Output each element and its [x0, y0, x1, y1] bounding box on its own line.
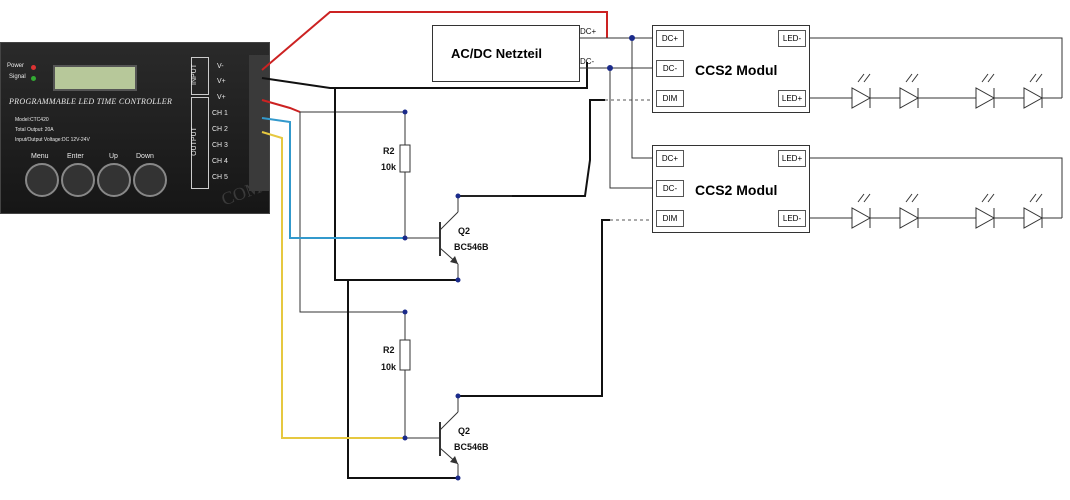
- enter-button-label: Enter: [67, 153, 84, 160]
- module2-pin-ledplus: LED+: [778, 150, 806, 167]
- up-button-label: Up: [109, 153, 118, 160]
- collector1-wire: [458, 99, 605, 197]
- resistor2-body: [399, 339, 411, 371]
- signal-led: [31, 76, 36, 81]
- resistor1-value: 10k: [381, 162, 397, 172]
- transistor2-part: BC546B: [454, 442, 489, 452]
- power-led-label: Power: [7, 63, 25, 69]
- module1-pin-dim: DIM: [656, 90, 684, 107]
- led-2-4: [1023, 207, 1044, 229]
- module2-label: CCS2 Modul: [695, 182, 778, 198]
- ground-line: [334, 88, 460, 281]
- led-time-controller: Power Signal PROGRAMMABLE LED TIME CONTR…: [0, 42, 270, 214]
- terminal-label-6: CH 4: [212, 158, 228, 165]
- enter-button[interactable]: [61, 163, 95, 197]
- led-string-1-top: [810, 37, 1063, 98]
- led-arrows: [857, 73, 1043, 203]
- lcd-display: [53, 65, 137, 91]
- module2-pin-dim: DIM: [656, 210, 684, 227]
- junction-nodes: [402, 35, 635, 481]
- black-wire-vminus: [261, 62, 588, 89]
- blue-wire: [261, 117, 405, 239]
- terminal-label-1: V+: [217, 78, 226, 85]
- terminal-label-4: CH 2: [212, 126, 228, 133]
- resistor2-value: 10k: [381, 362, 397, 372]
- output-label-box: OUTPUT: [191, 97, 209, 189]
- module2-pin-ledminus: LED-: [778, 210, 806, 227]
- module2-pin-dcplus: DC+: [656, 150, 684, 167]
- spec-output: Total Output: 20A: [15, 127, 54, 133]
- terminal-label-3: CH 1: [212, 110, 228, 117]
- module1-pin-ledplus: LED+: [778, 90, 806, 107]
- up-button[interactable]: [97, 163, 131, 197]
- controller-title: PROGRAMMABLE LED TIME CONTROLLER: [9, 97, 173, 106]
- resistor2-name: R2: [383, 345, 395, 355]
- module1-pin-dcplus: DC+: [656, 30, 684, 47]
- led-2-2: [899, 207, 920, 229]
- input-label-box: INPUT: [191, 57, 209, 95]
- psu-box: AC/DC Netzteil: [432, 25, 580, 82]
- psu-label: AC/DC Netzteil: [451, 46, 543, 61]
- led-1-4: [1023, 87, 1044, 109]
- rail-left: [299, 112, 405, 313]
- red-wire-2: [261, 99, 301, 113]
- red-wire: [261, 11, 608, 71]
- down-button-label: Down: [136, 153, 154, 160]
- led-string-2-top: [810, 157, 1063, 218]
- resistor1-name: R2: [383, 146, 395, 156]
- led-2-3: [975, 207, 996, 229]
- transistor1-symbol: [439, 196, 459, 280]
- menu-button-label: Menu: [31, 153, 49, 160]
- dcplus-bus: [580, 37, 652, 159]
- r2-leads: [404, 312, 440, 439]
- spec-voltage: Input/Output Voltage:DC 12V-24V: [15, 137, 90, 143]
- down-button[interactable]: [133, 163, 167, 197]
- menu-button[interactable]: [25, 163, 59, 197]
- yellow-wire: [261, 131, 405, 439]
- ground-line-2: [347, 280, 460, 479]
- signal-led-label: Signal: [9, 74, 26, 80]
- led-1-3: [975, 87, 996, 109]
- resistor1-body: [399, 144, 411, 173]
- terminal-label-5: CH 3: [212, 142, 228, 149]
- led-1-1: [851, 87, 872, 109]
- terminal-label-7: CH 5: [212, 174, 228, 181]
- spec-model: Model:CTC420: [15, 117, 49, 123]
- transistor1-name: Q2: [458, 226, 471, 236]
- transistor2-name: Q2: [458, 426, 471, 436]
- module1-label: CCS2 Modul: [695, 62, 778, 78]
- collector2-wire: [458, 219, 610, 397]
- transistor1-part: BC546B: [454, 242, 489, 252]
- dcminus-bus: [580, 67, 652, 189]
- r1-leads: [404, 112, 440, 239]
- led-2-1: [851, 207, 872, 229]
- module2-pin-dcminus: DC-: [656, 180, 684, 197]
- power-led: [31, 65, 36, 70]
- terminal-label-0: V-: [217, 63, 224, 70]
- psu-pin-plus: DC+: [580, 27, 597, 36]
- psu-pin-minus: DC-: [580, 57, 595, 66]
- transistor2-symbol: [439, 396, 459, 478]
- terminal-label-2: V+: [217, 94, 226, 101]
- terminal-block: [249, 55, 269, 191]
- module1-pin-ledminus: LED-: [778, 30, 806, 47]
- led-1-2: [899, 87, 920, 109]
- module1-pin-dcminus: DC-: [656, 60, 684, 77]
